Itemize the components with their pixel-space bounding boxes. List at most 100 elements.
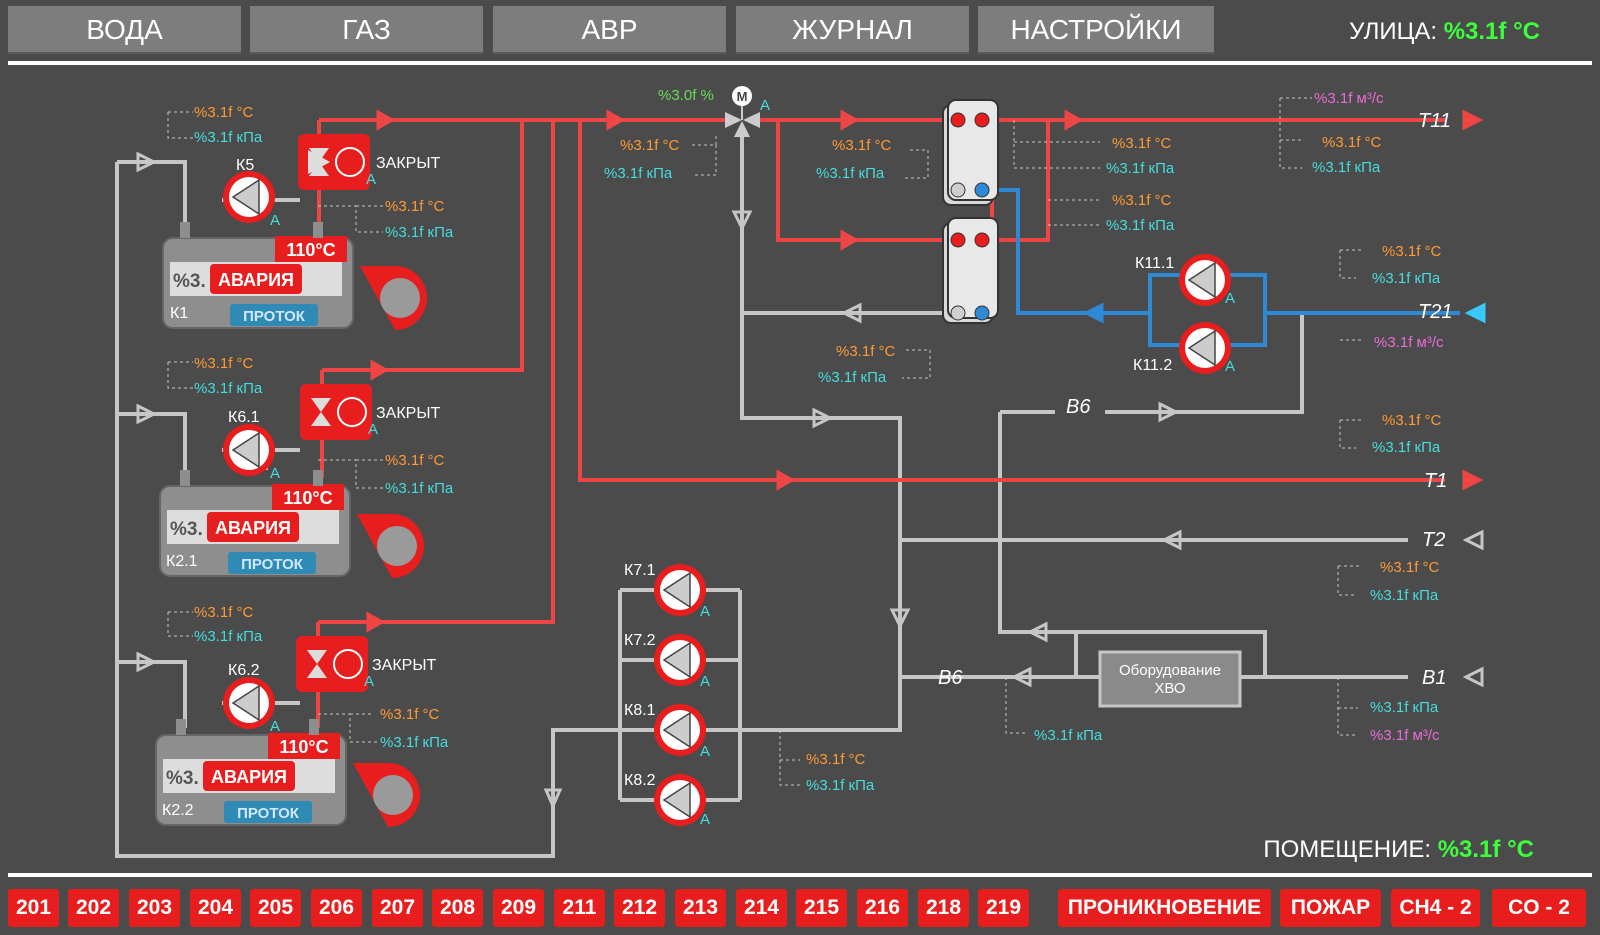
svg-text:%3.1f кПа: %3.1f кПа — [194, 380, 263, 397]
svg-text:%3.1f °C: %3.1f °C — [194, 355, 254, 372]
svg-text:К8.1: К8.1 — [624, 702, 656, 719]
room-218-button[interactable]: 218 — [918, 889, 969, 927]
boiler-alarm: АВАРИЯ — [211, 767, 287, 787]
room-214-button[interactable]: 214 — [736, 889, 787, 927]
boiler-flow: ПРОТОК — [237, 805, 300, 822]
pump-k11-2[interactable] — [1178, 321, 1232, 375]
room-201-button[interactable]: 201 — [8, 889, 59, 927]
svg-text:%3.1f кПа: %3.1f кПа — [1106, 160, 1175, 177]
svg-text:%3.1f кПа: %3.1f кПа — [1372, 439, 1441, 456]
room-value: %3.1f °C — [1437, 836, 1534, 863]
room-204-button[interactable]: 204 — [190, 889, 241, 927]
heat-exchanger-2[interactable] — [942, 217, 999, 324]
pump-k6-2[interactable] — [222, 676, 276, 730]
tab-gaz[interactable]: ГАЗ — [250, 6, 483, 54]
measurements: %3.1f °C %3.1f кПа %3.1f °C %3.1f кПа %3… — [167, 90, 1444, 794]
pump-k7-2[interactable] — [653, 633, 707, 687]
svg-text:%3.1f кПа: %3.1f кПа — [806, 777, 875, 794]
co-alarm-button[interactable]: CO - 2 — [1492, 889, 1586, 927]
svg-text:К7.2: К7.2 — [624, 632, 656, 649]
boiler-alarm: АВАРИЯ — [218, 270, 294, 290]
boiler-value: %3. — [173, 271, 206, 292]
svg-text:Оборудование: Оборудование — [1119, 662, 1221, 679]
svg-text:А: А — [1225, 290, 1235, 307]
room-205-button[interactable]: 205 — [250, 889, 301, 927]
boiler-flow: ПРОТОК — [243, 308, 306, 325]
line-t11: Т11 — [1418, 110, 1451, 132]
pump-k8-1[interactable] — [653, 703, 707, 757]
svg-text:%3.1f кПа: %3.1f кПа — [385, 224, 454, 241]
room-207-button[interactable]: 207 — [372, 889, 423, 927]
tab-nastroyki[interactable]: НАСТРОЙКИ — [978, 6, 1214, 54]
svg-text:%3.1f кПа: %3.1f кПа — [1372, 270, 1441, 287]
svg-text:%3.1f кПа: %3.1f кПа — [1370, 587, 1439, 604]
header-divider — [8, 61, 1592, 65]
boiler-limit: 110°C — [279, 737, 328, 757]
motor-label: М — [737, 89, 748, 104]
boiler-limit: 110°C — [286, 240, 335, 260]
svg-text:А: А — [700, 811, 710, 828]
svg-text:К7.1: К7.1 — [624, 562, 656, 579]
tab-voda[interactable]: ВОДА — [8, 6, 241, 54]
svg-text:А: А — [364, 673, 374, 690]
svg-text:%3.1f °C: %3.1f °C — [832, 137, 892, 154]
boiler-value: %3. — [166, 768, 199, 789]
pump-k7-1[interactable] — [653, 563, 707, 617]
outside-temperature: УЛИЦА: %3.1f °C — [1349, 18, 1540, 46]
svg-text:%3.1f кПа: %3.1f кПа — [816, 165, 885, 182]
svg-text:%3.1f °C: %3.1f °C — [806, 751, 866, 768]
boiler-k2-2[interactable]: 110°C %3. АВАРИЯ К2.2 ПРОТОК — [155, 719, 420, 827]
svg-text:%3.1f кПа: %3.1f кПа — [1106, 217, 1175, 234]
valve-k1[interactable]: А — [298, 134, 376, 190]
boiler-alarm: АВАРИЯ — [215, 518, 291, 538]
svg-text:%3.1f °C: %3.1f °C — [385, 452, 445, 469]
svg-text:А: А — [368, 421, 378, 438]
svg-text:%3.1f кПа: %3.1f кПа — [380, 734, 449, 751]
svg-text:%3.1f °C: %3.1f °C — [620, 137, 680, 154]
room-208-button[interactable]: 208 — [432, 889, 483, 927]
valve-k2-2[interactable]: А — [296, 636, 374, 692]
room-206-button[interactable]: 206 — [311, 889, 362, 927]
room-203-button[interactable]: 203 — [129, 889, 180, 927]
svg-text:%3.1f м³/с: %3.1f м³/с — [1374, 334, 1444, 351]
svg-text:%3.1f °C: %3.1f °C — [1322, 134, 1382, 151]
room-202-button[interactable]: 202 — [68, 889, 119, 927]
svg-text:%3.1f кПа: %3.1f кПа — [818, 369, 887, 386]
line-b6-top: В6 — [1066, 396, 1091, 418]
svg-text:А: А — [366, 171, 376, 188]
equipment-hvo[interactable]: Оборудование ХВО — [1098, 650, 1242, 708]
valve-k2-1[interactable]: А — [300, 384, 378, 440]
boiler-k1[interactable]: 110°C %3. АВАРИЯ К1 ПРОТОК — [162, 222, 427, 330]
room-211-button[interactable]: 211 — [554, 889, 605, 927]
pump-k6-1[interactable] — [222, 423, 276, 477]
svg-text:%3.1f кПа: %3.1f кПа — [1034, 727, 1103, 744]
tab-zhurnal[interactable]: ЖУРНАЛ — [736, 6, 969, 54]
valve-state: ЗАКРЫТ — [376, 405, 440, 422]
room-209-button[interactable]: 209 — [493, 889, 544, 927]
tab-avr[interactable]: АВР — [493, 6, 726, 54]
svg-text:А: А — [270, 465, 280, 482]
fire-alarm-button[interactable]: ПОЖАР — [1280, 889, 1381, 927]
room-219-button[interactable]: 219 — [978, 889, 1029, 927]
room-213-button[interactable]: 213 — [675, 889, 726, 927]
svg-text:%3.1f кПа: %3.1f кПа — [385, 480, 454, 497]
svg-text:К6.1: К6.1 — [228, 409, 260, 426]
room-212-button[interactable]: 212 — [614, 889, 665, 927]
mixing-valve[interactable]: М А — [725, 86, 770, 137]
pump-k5[interactable] — [222, 170, 276, 224]
svg-text:А: А — [270, 718, 280, 735]
room-215-button[interactable]: 215 — [796, 889, 847, 927]
pump-k8-2[interactable] — [653, 773, 707, 827]
svg-text:%3.1f °C: %3.1f °C — [1112, 135, 1172, 152]
room-label: ПОМЕЩЕНИЕ: — [1263, 836, 1432, 863]
svg-text:А: А — [1225, 358, 1235, 375]
boiler-k2-1[interactable]: 110°C %3. АВАРИЯ К2.1 ПРОТОК — [159, 470, 424, 578]
intrusion-alarm-button[interactable]: ПРОНИКНОВЕНИЕ — [1058, 889, 1271, 927]
room-216-button[interactable]: 216 — [857, 889, 908, 927]
boiler-flow: ПРОТОК — [241, 556, 304, 573]
pump-k11-1[interactable] — [1178, 253, 1232, 307]
svg-text:К8.2: К8.2 — [624, 772, 656, 789]
heat-exchanger-1[interactable] — [942, 99, 999, 206]
ch4-alarm-button[interactable]: CH4 - 2 — [1391, 889, 1480, 927]
